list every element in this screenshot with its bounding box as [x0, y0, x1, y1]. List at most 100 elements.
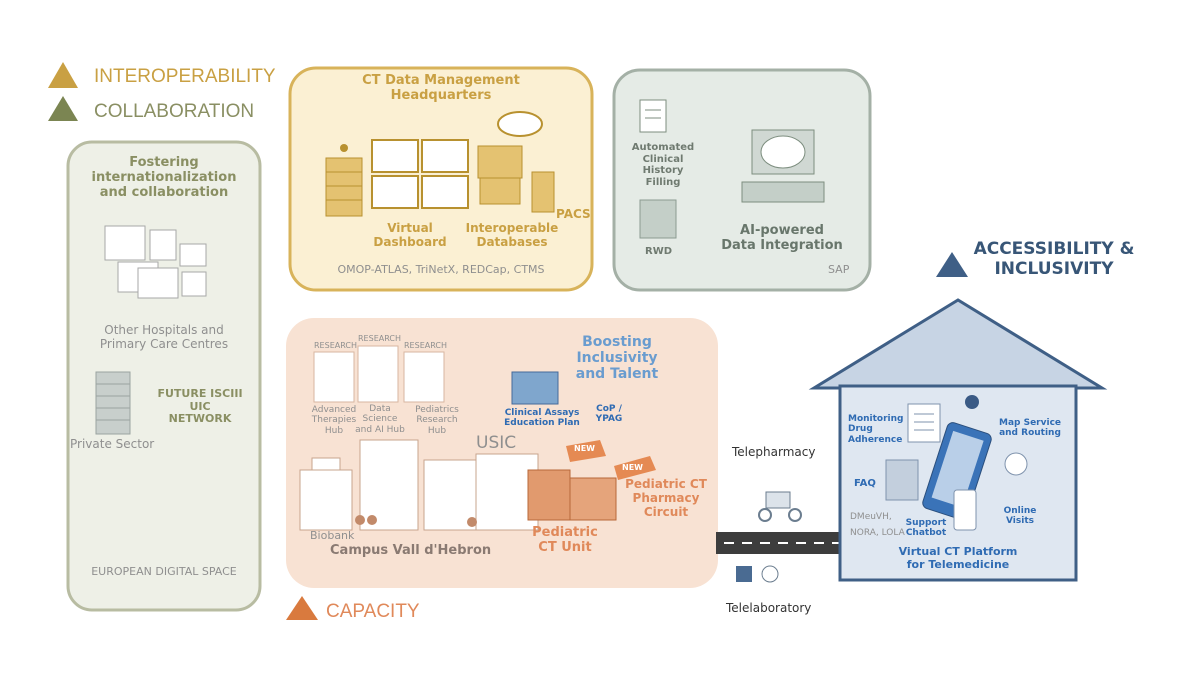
pharmacy-circuit-label: Pediatric CT Pharmacy Circuit: [618, 477, 714, 519]
cop-ypag-line1: CoP /: [596, 404, 622, 414]
lab-samples-icon: [736, 565, 779, 583]
research-label-2: RESEARCH: [358, 334, 401, 343]
campus-trees-icon: [355, 515, 477, 527]
cop-ypag-label: CoP / YPAG: [586, 404, 632, 425]
dashboard-monitors-icon: [371, 139, 469, 209]
advanced-therapies-hub-label: Advanced Therapies Hub: [304, 405, 364, 436]
platform-title-line2: for Telemedicine: [906, 557, 1010, 571]
international-title-line2: internationalization: [91, 169, 237, 185]
hq-title-line1: CT Data Management: [362, 73, 520, 88]
new-badge-1-icon: [566, 440, 606, 462]
pediatrics-research-hub-line3: Hub: [427, 425, 447, 436]
accessibility-label-line2: INCLUSIVITY: [994, 258, 1114, 279]
server-rack-icon: [325, 144, 363, 217]
new-badge-label-2: NEW: [622, 463, 643, 472]
capacity-triangle-icon: [286, 596, 318, 620]
pediatrics-research-hub-line2: Research: [416, 415, 458, 426]
collaboration-triangle-icon: [48, 96, 78, 121]
interoperable-databases-label-line1: Interoperable: [465, 221, 559, 235]
pediatric-unit-building-icon: [527, 469, 617, 521]
research-label-1: RESEARCH: [314, 341, 357, 350]
cop-ypag-line2: YPAG: [595, 414, 623, 425]
ai-integration-label: AI-powered Data Integration: [700, 223, 864, 254]
interoperable-databases-label-line2: Databases: [476, 234, 548, 249]
hq-tools-label: OMOP-ATLAS, TriNetX, REDCap, CTMS: [337, 263, 545, 276]
data-science-hub-line2: Science: [362, 414, 398, 425]
clinical-assays-line1: Clinical Assays: [504, 408, 580, 418]
platform-title: Virtual CT Platform for Telemedicine: [850, 545, 1066, 571]
advanced-therapies-hub-line2: Therapies: [311, 415, 357, 426]
virtual-dashboard-label-line2: Dashboard: [373, 234, 447, 249]
faq-document-icon: [885, 459, 919, 501]
house-roof: [808, 298, 1108, 390]
clinical-assays-building-icon: [511, 371, 559, 405]
private-sector-building-icon: [95, 371, 131, 435]
clinical-history-icon: [639, 99, 667, 133]
international-title: Fostering internationalization and colla…: [70, 155, 258, 201]
virtual-dashboard-label: Virtual Dashboard: [372, 221, 448, 250]
map-service-line2: and Routing: [999, 428, 1061, 439]
international-title-line1: Fostering: [129, 155, 199, 170]
ai-panel: [612, 68, 872, 292]
new-badge-2-icon: [614, 456, 656, 480]
interoperability-label: INTEROPERABILITY: [94, 66, 276, 87]
clinical-assays-line2: Education Plan: [504, 418, 580, 429]
support-chatbot-label: Support Chatbot: [900, 518, 952, 539]
pediatric-unit-line2: CT Unit: [538, 539, 592, 555]
map-service-line1: Map Service: [998, 418, 1062, 428]
monitoring-adherence-line3: Adherence: [848, 434, 903, 445]
pediatric-unit-line1: Pediatric: [532, 525, 598, 540]
pediatric-unit-label: Pediatric CT Unit: [520, 525, 610, 556]
data-science-hub-label: Data Science and AI Hub: [352, 404, 408, 435]
hq-title: CT Data Management Headquarters: [300, 73, 582, 104]
monitoring-adherence-label: Monitoring Drug Adherence: [848, 414, 904, 445]
automated-history-label: Automated Clinical History Filling: [626, 142, 700, 188]
support-chatbot-line2: Chatbot: [905, 528, 947, 539]
future-network-label: FUTURE ISCIII UIC NETWORK: [150, 387, 250, 426]
databases-icon: [477, 145, 555, 213]
other-hospitals-label-line2: Primary Care Centres: [99, 336, 229, 351]
capacity-label: CAPACITY: [326, 601, 420, 622]
automated-history-label-line2: Clinical: [642, 153, 684, 165]
boosting-inclusivity-label: Boosting Inclusivity and Talent: [564, 334, 670, 382]
pharmacy-circuit-line2: Pharmacy: [632, 490, 700, 505]
automated-history-label-line3: History: [642, 165, 684, 176]
online-visits-line1: Online: [1003, 506, 1037, 516]
research-hubs-buildings-icon: [313, 345, 445, 403]
nora-label: NORA, LOLA: [850, 528, 905, 538]
map-service-label: Map Service and Routing: [998, 418, 1062, 439]
collaboration-label: COLLABORATION: [94, 101, 255, 122]
data-science-hub-line3: and AI Hub: [355, 424, 405, 435]
future-network-label-line3: NETWORK: [168, 412, 232, 426]
campus-name-label: Campus Vall d'Hebron: [330, 543, 492, 558]
automated-history-label-line1: Automated: [631, 142, 695, 153]
platform-title-line1: Virtual CT Platform: [898, 545, 1018, 558]
interoperability-triangle-icon: [48, 62, 78, 88]
new-badge-label-1: NEW: [574, 444, 595, 453]
online-visits-label: Online Visits: [992, 506, 1048, 527]
pediatrics-research-hub-label: Pediatrics Research Hub: [408, 405, 466, 436]
map-pin-icon: [965, 395, 979, 409]
clinical-assays-label: Clinical Assays Education Plan: [498, 408, 586, 429]
chatbot-phone-icon: [953, 489, 977, 531]
biobank-label: Biobank: [310, 529, 355, 542]
boosting-inclusivity-line1: Boosting: [582, 334, 652, 350]
rwd-label: RWD: [645, 246, 673, 257]
doctor-avatar-icon: [1004, 452, 1028, 476]
usic-label: USIC: [476, 433, 517, 453]
telemedicine-tablet-icon: [922, 422, 992, 520]
pacs-label: PACS: [556, 207, 591, 221]
european-digital-space-label: EUROPEAN DIGITAL SPACE: [91, 565, 237, 578]
rwd-data-icon: [639, 199, 677, 239]
other-hospitals-label-line1: Other Hospitals and: [104, 323, 224, 337]
monitoring-adherence-line1: Monitoring: [848, 414, 904, 424]
ai-integration-label-line1: AI-powered: [740, 223, 824, 238]
pediatrics-research-hub-line1: Pediatrics: [415, 405, 459, 415]
other-hospitals-icon: [104, 225, 207, 299]
future-network-label-line2: UIC: [189, 399, 211, 413]
automated-history-label-line4: Filling: [645, 176, 681, 188]
checklist-icon: [907, 403, 941, 443]
cloud-sync-icon: [497, 111, 543, 137]
international-title-line3: and collaboration: [99, 184, 229, 200]
